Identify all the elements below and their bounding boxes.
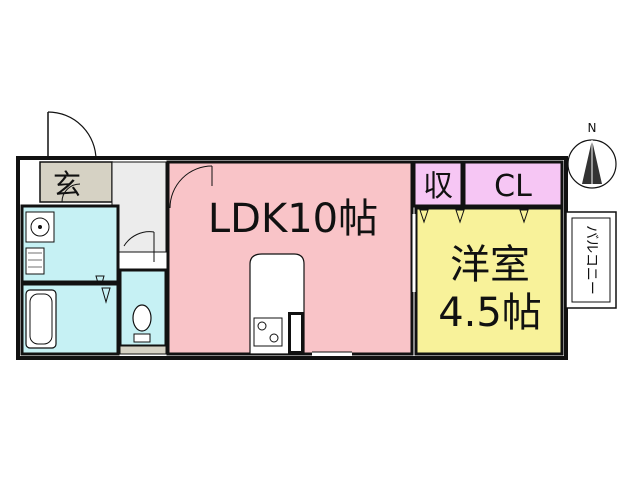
compass-icon: N (567, 121, 617, 189)
closet-label: CL (494, 169, 532, 204)
storage (412, 160, 464, 208)
entrance-area (39, 161, 113, 203)
stove-icon (253, 317, 283, 347)
entrance-door (47, 111, 97, 161)
closet (462, 160, 564, 208)
corridor (111, 161, 167, 253)
western-room (414, 206, 564, 356)
toilet (132, 304, 152, 343)
western-room-label-1: 洋室 (450, 242, 530, 288)
western-room-label-2: 4.5帖 (438, 290, 542, 336)
bathtub (25, 289, 57, 349)
wash-basin (25, 211, 55, 243)
compass-north-label: N (588, 121, 597, 135)
ldk-label: LDK10帖 (208, 196, 378, 242)
washer-space (25, 247, 45, 275)
balcony-label: バルコニー (583, 225, 599, 295)
storage-label: 収 (423, 169, 453, 204)
